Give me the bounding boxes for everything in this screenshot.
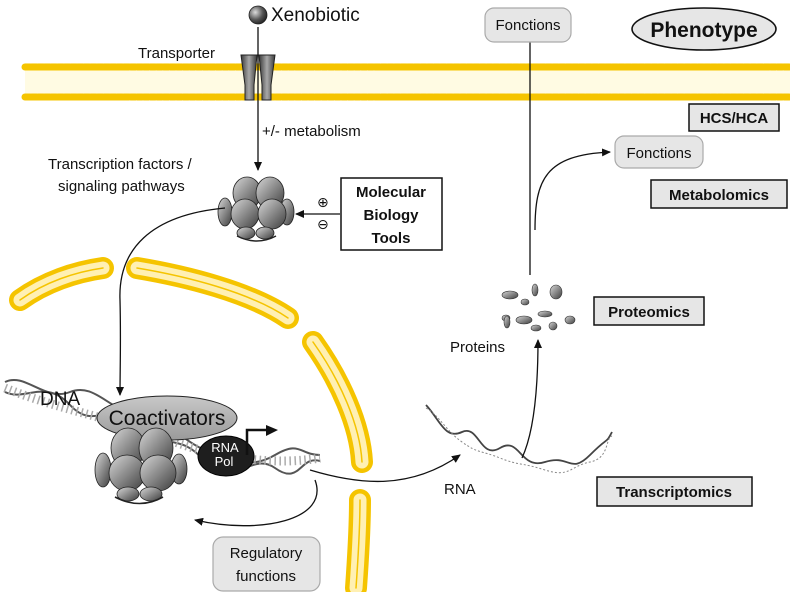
rna-to-proteins-arrow xyxy=(521,339,542,459)
hcs-hca-label: HCS/HCA xyxy=(700,110,769,127)
transporter-channel-icon xyxy=(240,54,276,101)
proteomics-box: Proteomics xyxy=(593,296,705,326)
rna-strand-icon xyxy=(425,404,613,474)
fonctions-mid-label: Fonctions xyxy=(626,145,691,162)
rna-pol-label-line2: Pol xyxy=(215,454,234,469)
xenobiotic-label: Xenobiotic xyxy=(271,5,360,26)
dna-bound-tf-complex-icon xyxy=(94,427,188,505)
transcriptomics-label: Transcriptomics xyxy=(616,484,732,501)
dna-to-rna-arrow xyxy=(309,454,461,483)
metabolism-label: +/- metabolism xyxy=(262,123,361,140)
regulatory-arrow xyxy=(194,479,318,527)
regulatory-label-line1: Regulatory xyxy=(230,545,303,562)
transporter-label: Transporter xyxy=(138,45,215,62)
metabolomics-box: Metabolomics xyxy=(650,179,788,209)
proteins-to-metabolic-fonctions-arrow xyxy=(534,148,611,231)
cell-membrane xyxy=(21,63,790,101)
dna-label: DNA xyxy=(40,389,80,410)
fonctions-top-label: Fonctions xyxy=(495,17,560,34)
phenotype-label: Phenotype xyxy=(650,19,757,42)
proteomics-label: Proteomics xyxy=(608,304,690,321)
molecular-biology-tools-box: Molecular Biology Tools xyxy=(340,177,443,251)
regulatory-functions-box: Regulatory functions xyxy=(212,536,321,592)
coactivators-label: Coactivators xyxy=(109,407,226,430)
metabolomics-label: Metabolomics xyxy=(669,187,769,204)
mbt-line1: Molecular xyxy=(356,184,426,201)
fonctions-top-box: Fonctions xyxy=(484,7,572,43)
minus-sign-icon: ⊖ xyxy=(317,216,329,232)
nuclear-envelope xyxy=(9,257,373,592)
proteins-label: Proteins xyxy=(450,339,505,356)
fonctions-mid-box: Fonctions xyxy=(614,135,704,169)
rna-label: RNA xyxy=(444,481,476,498)
transcription-factor-complex-icon xyxy=(217,176,295,242)
tf-to-nucleus-arrow xyxy=(116,207,226,396)
hcs-hca-box: HCS/HCA xyxy=(688,103,780,132)
phenotype-ellipse: Phenotype xyxy=(631,7,777,51)
rna-polymerase-icon xyxy=(197,425,278,477)
regulatory-label-line2: functions xyxy=(236,568,296,585)
xenobiotic-molecule-icon xyxy=(248,5,268,25)
transcriptomics-box: Transcriptomics xyxy=(596,476,753,507)
mbt-line3: Tools xyxy=(372,230,411,247)
mbt-line2: Biology xyxy=(364,207,420,224)
proteins-cluster-icon xyxy=(501,283,576,332)
plus-sign-icon: ⊕ xyxy=(317,194,329,210)
rna-pol-label-line1: RNA xyxy=(211,440,239,455)
transcription-factors-label-line2: signaling pathways xyxy=(58,178,185,195)
transcription-factors-label-line1: Transcription factors / xyxy=(48,156,192,173)
